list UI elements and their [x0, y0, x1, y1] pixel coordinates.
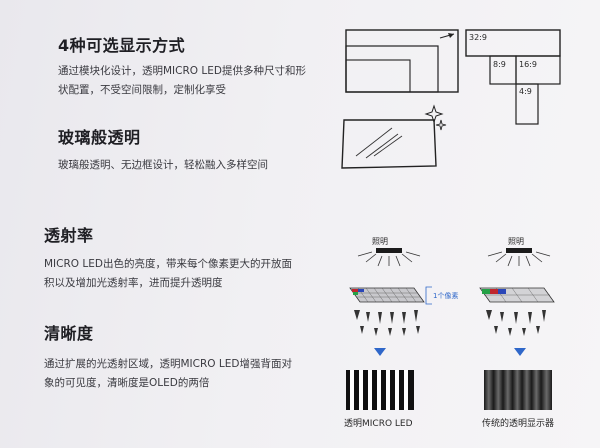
light-label-right: 照明 [508, 237, 524, 246]
ratio-label-16-9: 16:9 [519, 60, 537, 69]
section-title-glass-transparent: 玻璃般透明 [58, 128, 141, 147]
section-title-clarity: 清晰度 [44, 324, 94, 343]
ratio-modules-illustration [465, 29, 561, 125]
pixel-bracket [425, 286, 432, 305]
light-label-left: 照明 [372, 237, 388, 246]
nested-screens-illustration [345, 29, 459, 93]
section-body-clarity-line2: 象的可见度，清晰度是OLED的两倍 [44, 377, 210, 389]
section-body-glass-transparent: 玻璃般透明、无边框设计，轻松融入多样空间 [58, 159, 268, 171]
glass-display-illustration [341, 104, 447, 169]
section-body-transmittance-line1: MICRO LED出色的亮度，带来每个像素更大的开放面 [44, 258, 292, 270]
pixel-label: 1个像素 [433, 292, 459, 300]
section-body-display-modes-line2: 状配置，不受空间限制，定制化享受 [58, 84, 226, 96]
section-body-clarity-line1: 通过扩展的光透射区域，透明MICRO LED增强背面对 [44, 358, 292, 370]
ratio-label-4-9: 4:9 [519, 87, 532, 96]
clarity-stripes-microled [346, 370, 414, 410]
section-title-transmittance: 透射率 [44, 226, 94, 245]
section-body-transmittance-line2: 积以及增加光透射率，进而提升透明度 [44, 277, 223, 289]
lamp-right-illustration [479, 248, 555, 356]
section-body-display-modes-line1: 通过模块化设计，透明MICRO LED提供多种尺寸和形 [58, 65, 306, 77]
lamp-left-illustration [349, 248, 425, 356]
ratio-label-8-9: 8:9 [493, 60, 506, 69]
caption-traditional-display: 传统的透明显示器 [482, 419, 555, 429]
clarity-stripes-traditional [484, 370, 552, 410]
ratio-label-32-9: 32:9 [469, 33, 487, 42]
section-title-display-modes: 4种可选显示方式 [58, 36, 186, 55]
caption-micro-led: 透明MICRO LED [344, 419, 413, 429]
